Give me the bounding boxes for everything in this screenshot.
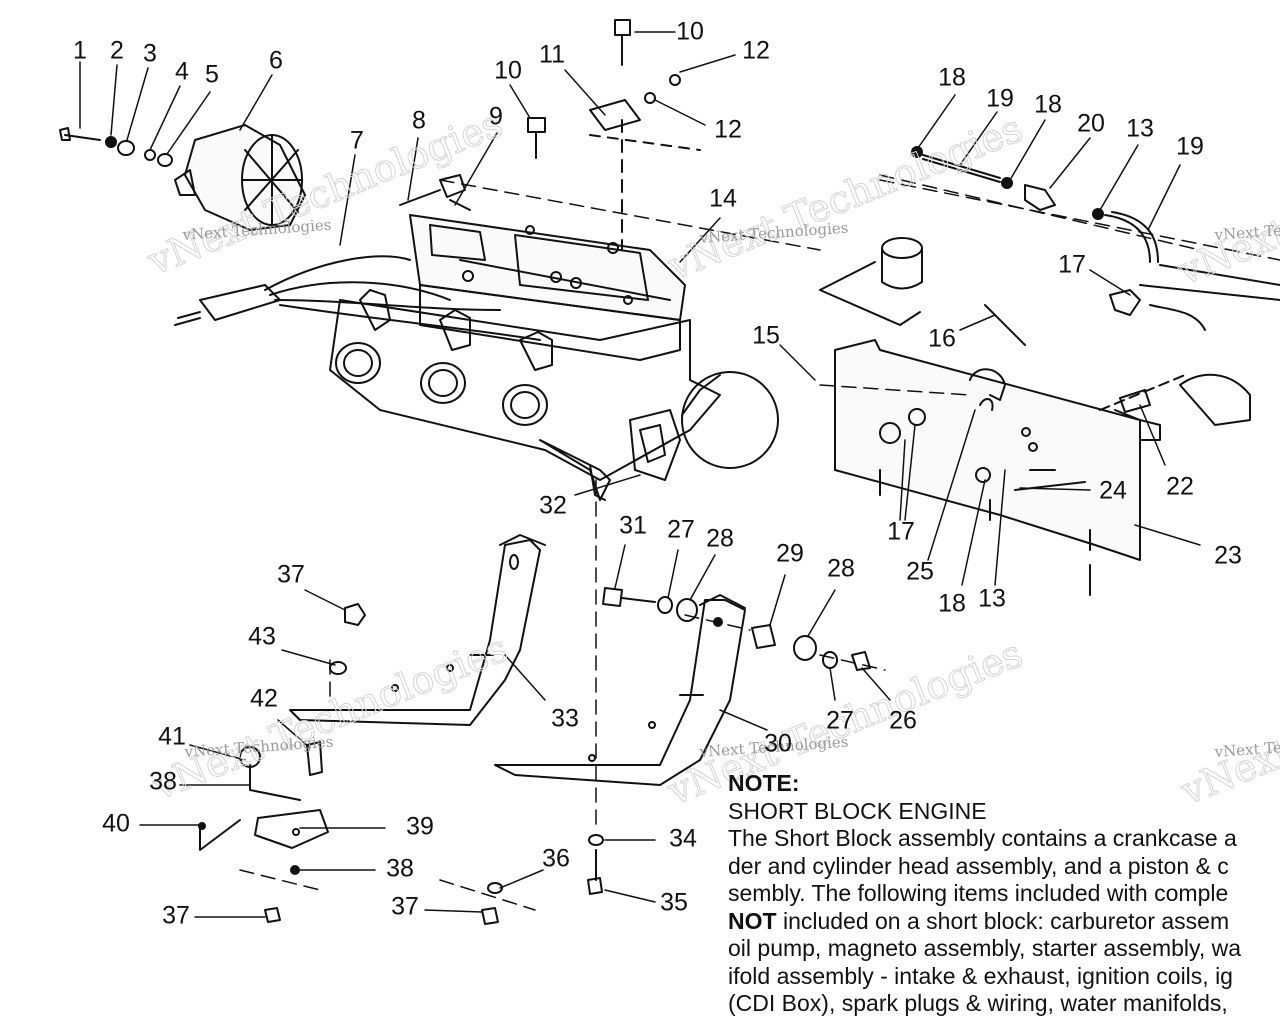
callout-label: 18 — [938, 64, 966, 92]
note-text-line: NOT included on a short block: carbureto… — [728, 908, 1280, 936]
callout-label: 17 — [887, 518, 915, 546]
callout-label: 3 — [143, 40, 157, 68]
callout-label: 26 — [889, 707, 917, 735]
callout-label: 30 — [764, 730, 792, 758]
callout-label: 40 — [102, 810, 130, 838]
mount-brackets — [289, 534, 746, 786]
callout-labels: 1 2 3 4 5 6 7 8 9 10 10 11 12 18 12 13 1… — [73, 18, 1242, 930]
note-title: NOTE: — [728, 770, 800, 796]
callout-label: 19 — [1176, 133, 1204, 161]
callout-label: 13 — [978, 585, 1006, 613]
callout-label: 10 — [494, 57, 522, 85]
callout-label: 38 — [149, 768, 177, 796]
note-text: included on a short block: carburetor as… — [776, 907, 1230, 934]
callout-label: 43 — [248, 623, 276, 651]
callout-label: 4 — [175, 58, 189, 86]
callout-label: 38 — [386, 855, 414, 883]
callout-label: 36 — [542, 845, 570, 873]
note-text-line: (CDI Box), spark plugs & wiring, water m… — [728, 990, 1228, 1016]
callout-label: 10 — [676, 18, 704, 46]
callout-label: 39 — [406, 813, 434, 841]
callout-label: 42 — [250, 685, 278, 713]
callout-label: 28 — [827, 555, 855, 583]
callout-label: 8 — [412, 107, 426, 135]
callout-label: 15 — [752, 322, 780, 350]
callout-label: 7 — [350, 127, 364, 155]
callout-label: 14 — [709, 185, 737, 213]
callout-label: 17 — [1058, 251, 1086, 279]
callout-label: 11 — [539, 41, 565, 69]
callout-label: 22 — [1166, 473, 1194, 501]
callout-label: 34 — [669, 825, 697, 853]
note-text-line: der and cylinder head assembly, and a pi… — [728, 852, 1229, 879]
callout-label: 27 — [826, 707, 854, 735]
mount-hardware — [602, 587, 871, 671]
callout-label: 6 — [269, 47, 283, 75]
callout-label: 18 — [1034, 91, 1062, 119]
callout-label: 27 — [667, 516, 695, 544]
note-emphasis: NOT — [728, 907, 777, 934]
callout-label: 37 — [162, 902, 190, 930]
note-text-line: sembly. The following items included wit… — [728, 880, 1229, 906]
callout-label: 23 — [1214, 542, 1242, 570]
lower-left-hardware — [198, 603, 604, 925]
callout-label: 29 — [776, 540, 804, 568]
callout-label: 41 — [158, 723, 186, 751]
callout-label: 16 — [928, 325, 956, 353]
watermark-text: vNext Technologies — [146, 626, 513, 809]
callout-label: 33 — [551, 705, 579, 733]
tube-assembly — [911, 146, 1159, 263]
callout-label: 25 — [906, 558, 934, 586]
callout-label: 12 — [714, 116, 742, 144]
callout-label: 2 — [110, 37, 124, 65]
callout-label: 1 — [73, 37, 87, 65]
engine-assembly — [174, 174, 779, 501]
callout-label: 13 — [1126, 115, 1154, 143]
note-heading: SHORT BLOCK ENGINE — [728, 797, 987, 824]
callout-label: 12 — [742, 37, 770, 65]
leader-lines — [79, 31, 1201, 918]
center-lines — [239, 174, 1280, 911]
callout-label: 19 — [986, 85, 1014, 113]
recoil-starter — [59, 124, 306, 231]
callout-label: 5 — [205, 61, 219, 89]
callout-label: 32 — [539, 492, 567, 520]
callout-label: 37 — [391, 893, 419, 921]
note-text-line: The Short Block assembly contains a cran… — [728, 825, 1237, 851]
note-text-line: oil pump, magneto assembly, starter asse… — [728, 935, 1242, 961]
short-block-note: NOTE: SHORT BLOCK ENGINE The Short Block… — [728, 770, 1280, 1018]
note-text-line: ifold assembly - intake & exhaust, ignit… — [728, 962, 1233, 989]
callout-label: 37 — [277, 561, 305, 589]
top-hardware — [527, 19, 701, 251]
callout-label: 18 — [938, 590, 966, 618]
callout-label: 9 — [489, 103, 503, 131]
callout-label: 31 — [619, 512, 647, 540]
callout-label: 35 — [660, 889, 688, 917]
pump-assembly — [819, 237, 1026, 346]
callout-label: 28 — [706, 525, 734, 553]
callout-label: 20 — [1077, 110, 1105, 138]
callout-label: 24 — [1099, 477, 1127, 505]
